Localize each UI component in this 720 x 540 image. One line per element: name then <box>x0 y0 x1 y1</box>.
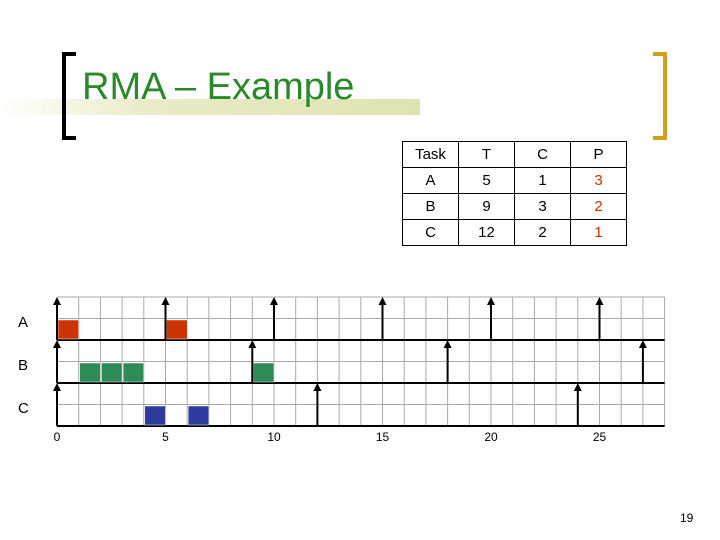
arrival-arrowhead-A <box>270 297 278 305</box>
cell-cost: 1 <box>514 167 571 194</box>
arrival-arrowhead-C <box>53 383 61 391</box>
cell-priority: 2 <box>570 193 627 220</box>
arrival-arrowhead-C <box>313 383 322 391</box>
execution-block-C <box>144 405 166 426</box>
x-tick-label: 15 <box>376 430 390 444</box>
arrival-arrowhead-B <box>638 340 647 348</box>
task-table-row: B 9 3 2 <box>402 193 627 220</box>
task-table-row: A 5 1 3 <box>402 167 627 194</box>
right-bracket-decoration <box>653 52 667 140</box>
arrival-arrowhead-A <box>53 297 61 305</box>
row-label-B: B <box>18 357 28 374</box>
arrival-arrowhead-A <box>595 297 604 305</box>
x-tick-label: 5 <box>162 430 169 444</box>
left-bracket-decoration <box>62 52 76 140</box>
x-tick-label: 10 <box>267 430 281 444</box>
schedule-timeline: A B C 0 5 10 15 20 25 <box>18 296 666 444</box>
title-underline-decoration <box>0 99 420 115</box>
arrival-arrowhead-B <box>53 340 61 348</box>
cell-period: 9 <box>458 193 515 220</box>
cell-task: B <box>402 193 459 220</box>
arrival-arrowhead-B <box>443 340 452 348</box>
execution-block-B <box>101 362 123 383</box>
task-table-header-row: Task T C P <box>402 141 627 168</box>
cell-priority: 1 <box>570 219 627 246</box>
arrival-arrowhead-A <box>378 297 387 305</box>
cell-priority: 3 <box>570 167 627 194</box>
execution-block-A <box>57 319 79 340</box>
x-tick-label: 0 <box>54 430 61 444</box>
arrival-arrowhead-B <box>248 340 257 348</box>
header-task: Task <box>402 141 459 168</box>
slide-page-number: 19 <box>680 511 694 525</box>
execution-block-C <box>187 405 210 426</box>
arrival-arrowhead-C <box>573 383 582 391</box>
x-tick-label: 20 <box>484 430 498 444</box>
cell-task: C <box>402 219 459 246</box>
task-table-row: C 12 2 1 <box>402 219 627 246</box>
cell-cost: 3 <box>514 193 571 220</box>
execution-block-B <box>253 362 275 383</box>
cell-cost: 2 <box>514 219 571 246</box>
execution-block-B <box>122 362 145 383</box>
arrival-arrowhead-A <box>487 297 495 305</box>
x-tick-label: 25 <box>593 430 607 444</box>
slide-title: RMA – Example <box>82 66 355 108</box>
execution-block-B <box>79 362 101 383</box>
header-period: T <box>458 141 515 168</box>
execution-block-A <box>166 319 188 340</box>
arrival-arrowhead-A <box>161 297 170 305</box>
header-priority: P <box>570 141 627 168</box>
header-cost: C <box>514 141 571 168</box>
cell-period: 12 <box>458 219 515 246</box>
row-label-A: A <box>18 314 28 331</box>
task-parameter-table: Task T C P A 5 1 3 B 9 3 2 C 12 2 1 <box>402 141 627 246</box>
cell-task: A <box>402 167 459 194</box>
row-label-C: C <box>18 400 29 417</box>
cell-period: 5 <box>458 167 515 194</box>
